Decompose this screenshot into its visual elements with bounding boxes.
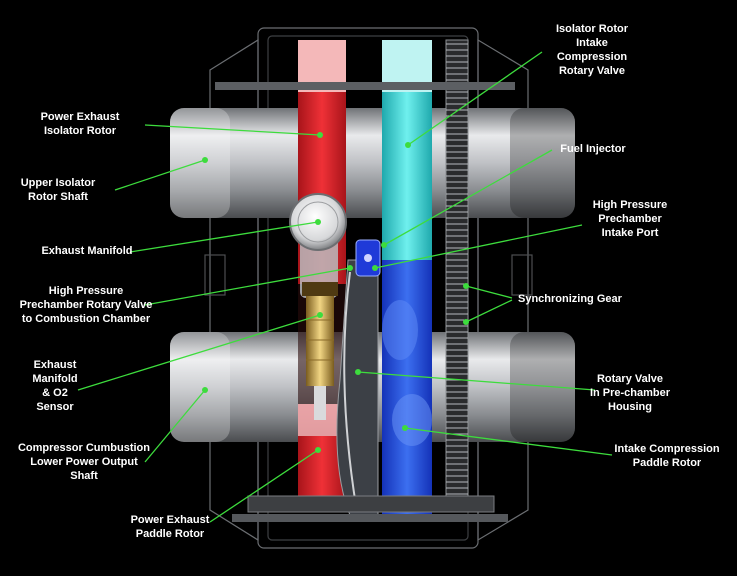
label-power-exhaust-isolator: Power Exhaust Isolator Rotor	[40, 111, 120, 137]
synchronizing-gear	[445, 39, 469, 511]
tie-rods	[215, 82, 515, 522]
label-synchronizing-gear: Synchronizing Gear	[518, 293, 622, 305]
label-intake-paddle: Intake Compression Paddle Rotor	[614, 443, 720, 469]
label-lower-output-shaft: Compressor Cumbustion Lower Power Output…	[17, 442, 150, 482]
leader-isolator-rotor	[407, 51, 543, 146]
leader-exhaust-paddle	[209, 449, 319, 523]
leader-dots	[202, 132, 469, 453]
leader-lines	[77, 51, 613, 523]
leader-intake-paddle	[404, 427, 613, 456]
leader-fuel-injector	[383, 149, 553, 246]
label-isolator-rotor: Isolator Rotor Intake Compression Rotary…	[555, 23, 629, 77]
exhaust-manifold	[289, 193, 347, 298]
prechamber-housing	[336, 239, 381, 521]
label-upper-isolator-shaft: Upper Isolator Rotor Shaft	[20, 177, 96, 203]
leader-upper-shaft	[114, 159, 206, 191]
upper-isolator-shaft	[170, 108, 575, 218]
label-exhaust-manifold: Exhaust Manifold	[41, 245, 133, 257]
leader-intake-port	[374, 224, 583, 269]
label-rotary-valve-housing: Rotary Valve In Pre-chamber Housing	[589, 373, 671, 413]
label-o2-sensor: Exhaust Manifold & O2 Sensor	[32, 359, 78, 413]
leader-power-exhaust-isolator	[144, 124, 321, 136]
label-exhaust-paddle: Power Exhaust Paddle Rotor	[130, 514, 210, 540]
o2-sensor	[302, 282, 338, 420]
leader-exhaust-manifold	[129, 221, 319, 253]
leader-sync-gear-b	[465, 299, 513, 323]
leader-o2-sensor	[77, 314, 321, 391]
intake-compression-rotor	[382, 40, 432, 518]
leader-sync-gear-a	[465, 285, 513, 299]
leader-lower-shaft	[144, 389, 206, 463]
leader-hp-rotary-valve	[144, 267, 351, 306]
label-hp-rotary-valve: High Pressure Prechamber Rotary Valve to…	[19, 285, 153, 325]
label-fuel-injector: Fuel Injector	[560, 143, 626, 155]
leader-rotary-valve-housing	[357, 371, 596, 391]
label-intake-port: High Pressure Prechamber Intake Port	[592, 199, 668, 239]
